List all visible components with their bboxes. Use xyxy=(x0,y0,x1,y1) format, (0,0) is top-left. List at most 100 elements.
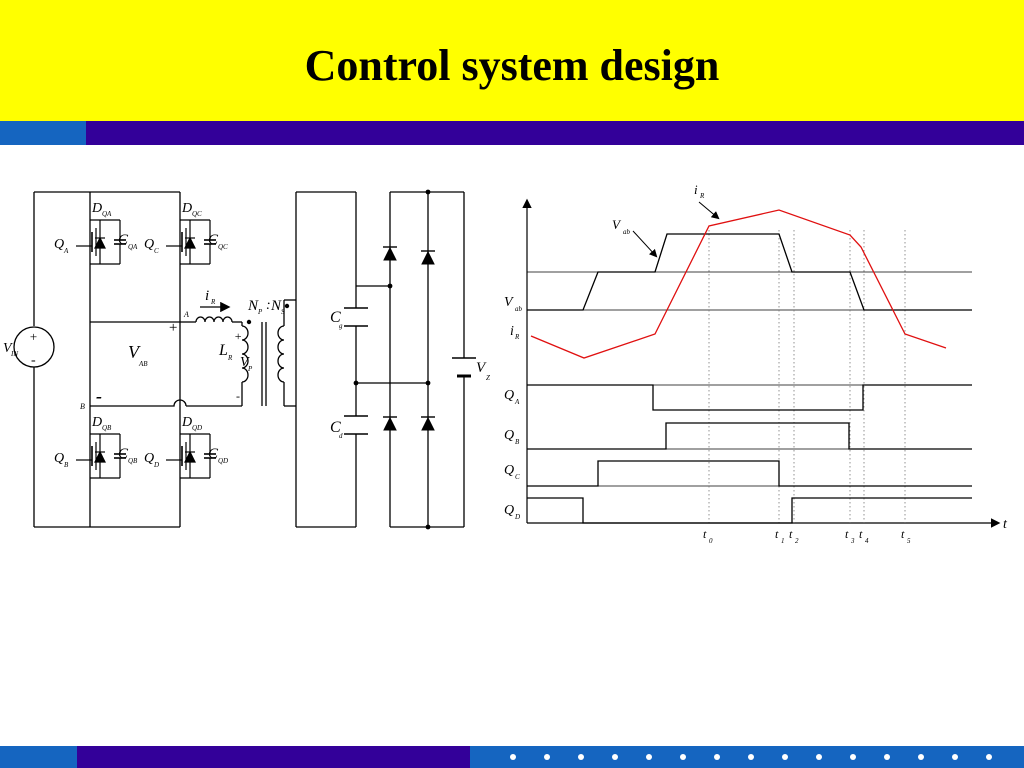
diode-label: D xyxy=(91,201,102,216)
bottom-bar-dot xyxy=(544,754,550,760)
qd-trace xyxy=(527,497,972,524)
mosfet-icon xyxy=(76,219,126,265)
slide-title: Control system design xyxy=(304,41,720,90)
top-bar-light-segment xyxy=(0,121,86,145)
vz-label-sub: Z xyxy=(486,374,490,382)
time-mark-t0: t xyxy=(703,527,707,541)
vab-trace xyxy=(527,233,972,311)
capacitor-label: C xyxy=(118,446,129,462)
time-mark-t2-sub: 2 xyxy=(795,537,799,545)
bottom-bar-dot xyxy=(816,754,822,760)
signal-label-vab: V xyxy=(504,295,514,310)
switch-label: Q xyxy=(54,451,64,466)
annot-ir-arrow xyxy=(698,201,720,220)
bottom-bar-dot xyxy=(986,754,992,760)
bottom-accent-bar xyxy=(0,746,1024,768)
bottom-bar-dot xyxy=(646,754,652,760)
vin-minus: - xyxy=(31,353,36,368)
bottom-bar-dot xyxy=(748,754,754,760)
voltage-source-icon xyxy=(13,326,55,368)
cd-label: C xyxy=(330,419,341,436)
output-source-icon xyxy=(452,357,476,378)
switch-label-sub: D xyxy=(153,461,159,469)
ratio-colon: : xyxy=(266,298,271,313)
qa-trace xyxy=(527,384,972,411)
inductor-icon xyxy=(195,316,242,323)
vin-plus: + xyxy=(29,329,38,344)
node-a-label: A xyxy=(183,310,189,319)
capacitor-label-sub: QA xyxy=(128,243,138,251)
bottom-bar-dot xyxy=(782,754,788,760)
signal-label-ir: i xyxy=(510,324,514,339)
diode-label: D xyxy=(91,415,102,430)
title-band xyxy=(0,0,1024,121)
ir-label: i xyxy=(205,288,209,304)
bottom-bar-dot xyxy=(578,754,584,760)
capacitor-icon xyxy=(344,415,368,435)
rectifier-diodes xyxy=(383,246,435,431)
diode-label-sub: QD xyxy=(192,424,202,432)
qb-trace xyxy=(527,422,972,450)
vp-label-sub: P xyxy=(247,365,253,373)
capacitor-label-sub: QB xyxy=(128,457,138,465)
time-mark-t3-sub: 3 xyxy=(850,537,855,545)
switch-label-sub: B xyxy=(64,461,69,469)
dot-icon xyxy=(246,319,252,325)
cg-label: C xyxy=(330,309,341,326)
secondary-circuit xyxy=(295,191,465,528)
vz-label: V xyxy=(476,360,487,376)
ns-label: N xyxy=(270,298,282,314)
signal-label-qa-sub: A xyxy=(514,398,520,406)
annot-ir-sub: R xyxy=(699,192,705,200)
bottom-bar-dot xyxy=(680,754,686,760)
ir-trace xyxy=(530,209,947,359)
diode-icon xyxy=(383,416,397,431)
node-b-minus: - xyxy=(96,386,102,406)
signal-label-qb: Q xyxy=(504,428,514,443)
time-mark-t1-sub: 1 xyxy=(781,537,785,545)
waveform-traces xyxy=(527,209,972,524)
annot-vab-sub: ab xyxy=(623,228,631,236)
time-mark-t1: t xyxy=(775,527,779,541)
bottom-bar-dot xyxy=(850,754,856,760)
diode-label: D xyxy=(181,415,192,430)
capacitor-label: C xyxy=(118,232,129,248)
vab-label-sub: AB xyxy=(138,360,148,368)
time-mark-t5: t xyxy=(901,527,905,541)
capacitor-label: C xyxy=(208,232,219,248)
signal-label-qc-sub: C xyxy=(515,473,520,481)
signal-label-qb-sub: B xyxy=(515,438,520,446)
np-label-sub: P xyxy=(257,308,263,316)
bottom-bar-dot xyxy=(952,754,958,760)
vp-minus: - xyxy=(236,389,240,403)
vp-label: V xyxy=(240,355,250,370)
time-mark-t5-sub: 5 xyxy=(907,537,911,545)
node-a-plus: + xyxy=(168,320,178,336)
switch-label: Q xyxy=(144,451,154,466)
signal-label-qd: Q xyxy=(504,503,514,518)
time-mark-t2: t xyxy=(789,527,793,541)
mosfet-icon xyxy=(76,433,126,479)
diode-label-sub: QC xyxy=(192,210,202,218)
node-b-label: B xyxy=(80,402,85,411)
time-guides xyxy=(708,230,906,523)
switch-label: Q xyxy=(144,237,154,252)
diode-label: D xyxy=(181,201,192,216)
bottom-bar-dark-segment xyxy=(77,746,470,768)
annot-ir: i xyxy=(694,182,698,197)
bottom-bar-dot xyxy=(884,754,890,760)
diode-icon xyxy=(383,246,397,261)
full-bridge-circuit xyxy=(33,191,242,528)
cg-label-sub: g xyxy=(339,322,343,330)
bottom-bar-light-segment xyxy=(0,746,77,768)
vin-label: V xyxy=(3,341,13,356)
ns-label-sub: S xyxy=(281,308,285,316)
vab-label: V xyxy=(128,342,141,362)
vin-label-sub: IN xyxy=(10,350,18,358)
switch-label-sub: A xyxy=(63,247,69,255)
top-accent-bar xyxy=(0,121,1024,145)
annot-vab: V xyxy=(612,217,622,232)
time-mark-t4-sub: 4 xyxy=(865,537,869,545)
